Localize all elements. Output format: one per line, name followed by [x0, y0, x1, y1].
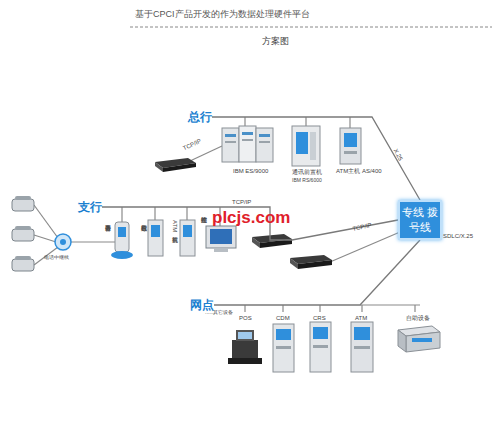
site-label: 支行	[78, 200, 102, 214]
branch-wiring	[34, 205, 220, 265]
network-link	[214, 240, 420, 305]
node-text: 支行	[78, 200, 102, 214]
device-label: 自助设备	[406, 315, 430, 322]
device-label: 电话中继线	[44, 254, 69, 261]
telephone-icon	[12, 196, 34, 271]
network-link	[102, 207, 398, 240]
site-label: 总行	[188, 110, 212, 124]
device-label: ATM主机 AS/400	[336, 168, 382, 175]
server-tower-icon	[148, 220, 195, 256]
node-text: 专线 拨号线	[400, 205, 440, 235]
device-label: TCP/IP	[232, 199, 251, 206]
voice-server-icon	[111, 222, 133, 259]
front-end-processor-icon	[292, 126, 320, 166]
router-icon	[252, 234, 292, 248]
trunk-box: 专线 拨号线	[398, 200, 442, 240]
self-service-device-icon	[398, 326, 440, 352]
device-label: ......其它设备	[205, 309, 233, 316]
device-label: ATM前置机	[171, 220, 178, 232]
mainframe-icon	[222, 126, 273, 162]
router-icon	[290, 255, 332, 269]
connector-layer	[102, 117, 420, 305]
head-office-wiring	[190, 117, 350, 161]
device-label: CRS	[313, 315, 326, 322]
watermark: plcjs.com	[212, 208, 290, 227]
device-label: POS	[239, 315, 252, 322]
atm-host-icon	[340, 128, 361, 164]
device-label: CDM	[276, 315, 290, 322]
trunk-relay-icon	[55, 234, 71, 250]
device-label: IBM RS/6000	[292, 177, 322, 184]
router-icon	[155, 158, 196, 172]
device-label: SDLC/X.25	[443, 233, 473, 240]
device-label: 方案图	[262, 36, 289, 47]
kiosk-icon	[273, 322, 373, 372]
link-label: TCP/IP	[352, 222, 372, 233]
link-label: X.25	[392, 148, 404, 162]
device-label: IBM ES/9000	[233, 168, 268, 175]
node-text: 总行	[188, 110, 212, 124]
network-link	[212, 117, 420, 200]
diagram-title: 基于CPCI产品开发的作为数据处理硬件平台	[135, 8, 310, 21]
pos-terminal-icon	[228, 330, 262, 364]
monitor-icon	[206, 226, 236, 252]
outlet-wiring	[245, 305, 420, 312]
router-wiring	[330, 232, 400, 262]
device-label: ATM	[355, 315, 367, 322]
header-rule	[130, 27, 492, 28]
device-label: 通讯前置机	[292, 169, 322, 176]
device-label: TCP/IP	[182, 138, 202, 153]
